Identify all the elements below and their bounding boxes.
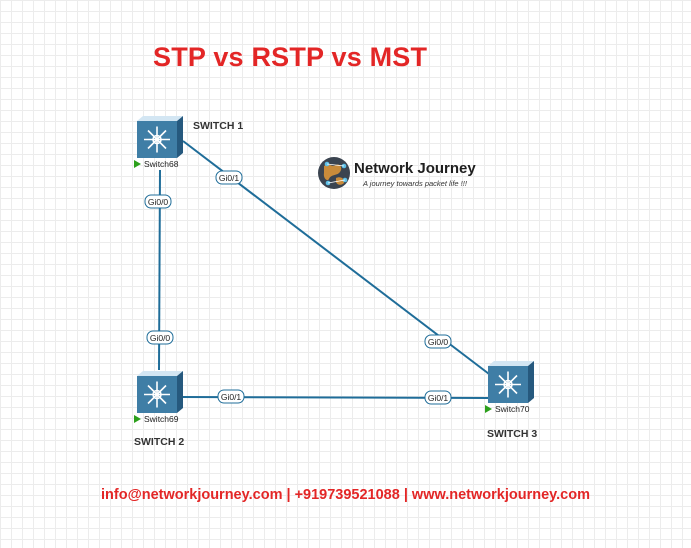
layer3-switch-icon <box>137 116 183 158</box>
status-arrow-icon <box>485 405 492 413</box>
port-label-text: Gi0/0 <box>428 337 449 347</box>
switch-hostname: Switch68 <box>144 159 179 169</box>
logo-tagline: A journey towards packet life !!! <box>362 179 468 188</box>
switch-caption: SWITCH 3 <box>487 428 537 440</box>
switch-hostname: Switch69 <box>144 414 179 424</box>
status-arrow-icon <box>134 415 141 423</box>
switch-node-2[interactable]: Switch69 SWITCH 2 <box>134 371 184 448</box>
port-labels-layer: Gi0/0 Gi0/0 Gi0/1 Gi0/0 Gi0/1 Gi0/1 <box>144 170 452 405</box>
port-label-text: Gi0/0 <box>150 333 171 343</box>
port-label-text: Gi0/1 <box>428 393 449 403</box>
brand-logo: Network Journey A journey towards packet… <box>318 157 476 189</box>
globe-network-icon <box>318 157 350 189</box>
port-label-text: Gi0/0 <box>148 197 169 207</box>
port-label-text: Gi0/1 <box>221 392 242 402</box>
switch-caption: SWITCH 1 <box>193 120 243 132</box>
port-label[interactable]: Gi0/0 <box>146 330 174 345</box>
contact-footer: info@networkjourney.com | +919739521088 … <box>101 487 590 503</box>
switch-node-1[interactable]: Switch68 SWITCH 1 <box>134 116 243 169</box>
port-label[interactable]: Gi0/1 <box>424 390 452 405</box>
switch-hostname: Switch70 <box>495 404 530 414</box>
port-label[interactable]: Gi0/1 <box>217 389 245 404</box>
port-label[interactable]: Gi0/0 <box>144 194 172 209</box>
switch-node-3[interactable]: Switch70 SWITCH 3 <box>485 361 537 440</box>
port-label[interactable]: Gi0/0 <box>424 334 452 349</box>
layer3-switch-icon <box>137 371 183 413</box>
status-arrow-icon <box>134 160 141 168</box>
logo-title: Network Journey <box>354 160 476 177</box>
port-label[interactable]: Gi0/1 <box>215 170 243 185</box>
page-title: STP vs RSTP vs MST <box>153 42 428 72</box>
layer3-switch-icon <box>488 361 534 403</box>
switch-caption: SWITCH 2 <box>134 436 184 448</box>
port-label-text: Gi0/1 <box>219 173 240 183</box>
